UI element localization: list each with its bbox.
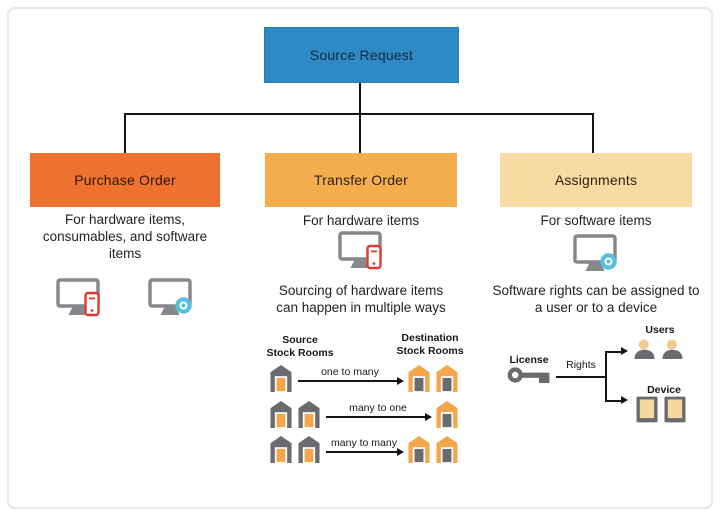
purchase-icons: [30, 278, 220, 320]
stockroom-icon: [270, 436, 292, 463]
source-stockrooms: [270, 365, 292, 392]
mapping-label: many to one: [349, 402, 407, 414]
assignments-note: Software rights can be assigned to a use…: [492, 283, 700, 315]
stockroom-icon: [408, 436, 430, 463]
stockroom-icon: [436, 365, 458, 392]
arrow-right-icon: [326, 412, 432, 421]
tablet-icon: [664, 396, 686, 423]
node-purchase-order-label: Purchase Order: [74, 172, 176, 188]
stockroom-icon: [436, 401, 458, 428]
arrow-right-icon: [298, 376, 404, 385]
node-transfer-order-label: Transfer Order: [313, 172, 409, 188]
mapping-row-many-to-one: many to one: [270, 398, 458, 428]
stockroom-icon: [298, 436, 320, 463]
purchase-description: For hardware items, consumables, and sof…: [42, 212, 208, 261]
monitor-with-disc-icon: [148, 278, 194, 320]
connector-left-vertical: [124, 113, 126, 153]
monitor-with-disc-icon: [573, 234, 617, 276]
assignments-icon-row: [500, 234, 692, 276]
mapping-arrow: many to many: [320, 437, 408, 463]
mapping-arrow: many to one: [320, 402, 436, 428]
monitor-with-phone-icon: [56, 278, 100, 320]
person-icon: [661, 339, 684, 359]
destination-stockrooms: [436, 401, 458, 428]
license-label: License: [509, 354, 549, 366]
node-assignments-label: Assignments: [554, 172, 638, 188]
tablet-icon: [636, 396, 658, 423]
users-icons: [633, 339, 684, 359]
arrow-right-icon: [326, 447, 404, 456]
mapping-row-one-to-many: one to many: [270, 360, 458, 392]
branch-to-device-line: [605, 400, 622, 402]
branch-to-users-line: [605, 351, 622, 353]
rights-label: Rights: [566, 359, 596, 371]
mapping-arrow: one to many: [292, 366, 408, 392]
connector-root-vertical: [359, 81, 361, 153]
branch-vertical-line: [605, 351, 607, 402]
destination-stockrooms: [408, 365, 458, 392]
stockroom-icon: [270, 401, 292, 428]
source-stockrooms: [270, 436, 320, 463]
mapping-label: many to many: [331, 437, 397, 449]
stockroom-icon: [436, 436, 458, 463]
device-label: Device: [647, 384, 681, 396]
stockroom-icon: [270, 365, 292, 392]
node-source-request-label: Source Request: [309, 47, 414, 63]
source-stockrooms: [270, 401, 320, 428]
key-icon: [507, 365, 551, 384]
arrow-right-icon: [621, 396, 628, 404]
assignments-description: For software items: [540, 213, 652, 228]
stockroom-icon: [408, 365, 430, 392]
node-assignments: Assignments: [500, 153, 692, 207]
connector-right-vertical: [592, 113, 594, 153]
mapping-label: one to many: [321, 366, 379, 378]
node-purchase-order: Purchase Order: [30, 153, 220, 207]
destination-stockrooms-header: Destination Stock Rooms: [396, 332, 464, 357]
node-transfer-order: Transfer Order: [265, 153, 457, 207]
transfer-icon-row: [265, 231, 457, 273]
users-label: Users: [645, 324, 675, 336]
destination-stockrooms: [408, 436, 458, 463]
source-stockrooms-header: Source Stock Rooms: [266, 334, 334, 359]
node-source-request: Source Request: [264, 27, 459, 83]
transfer-description: For hardware items: [302, 213, 420, 228]
monitor-with-phone-icon: [338, 231, 382, 273]
arrow-right-icon: [621, 347, 628, 355]
connector-horizontal: [124, 113, 594, 115]
stockroom-icon: [298, 401, 320, 428]
device-icons: [636, 396, 686, 423]
rights-line: [556, 376, 607, 378]
person-icon: [633, 339, 656, 359]
mapping-row-many-to-many: many to many: [270, 433, 458, 463]
transfer-note: Sourcing of hardware items can happen in…: [276, 283, 446, 315]
